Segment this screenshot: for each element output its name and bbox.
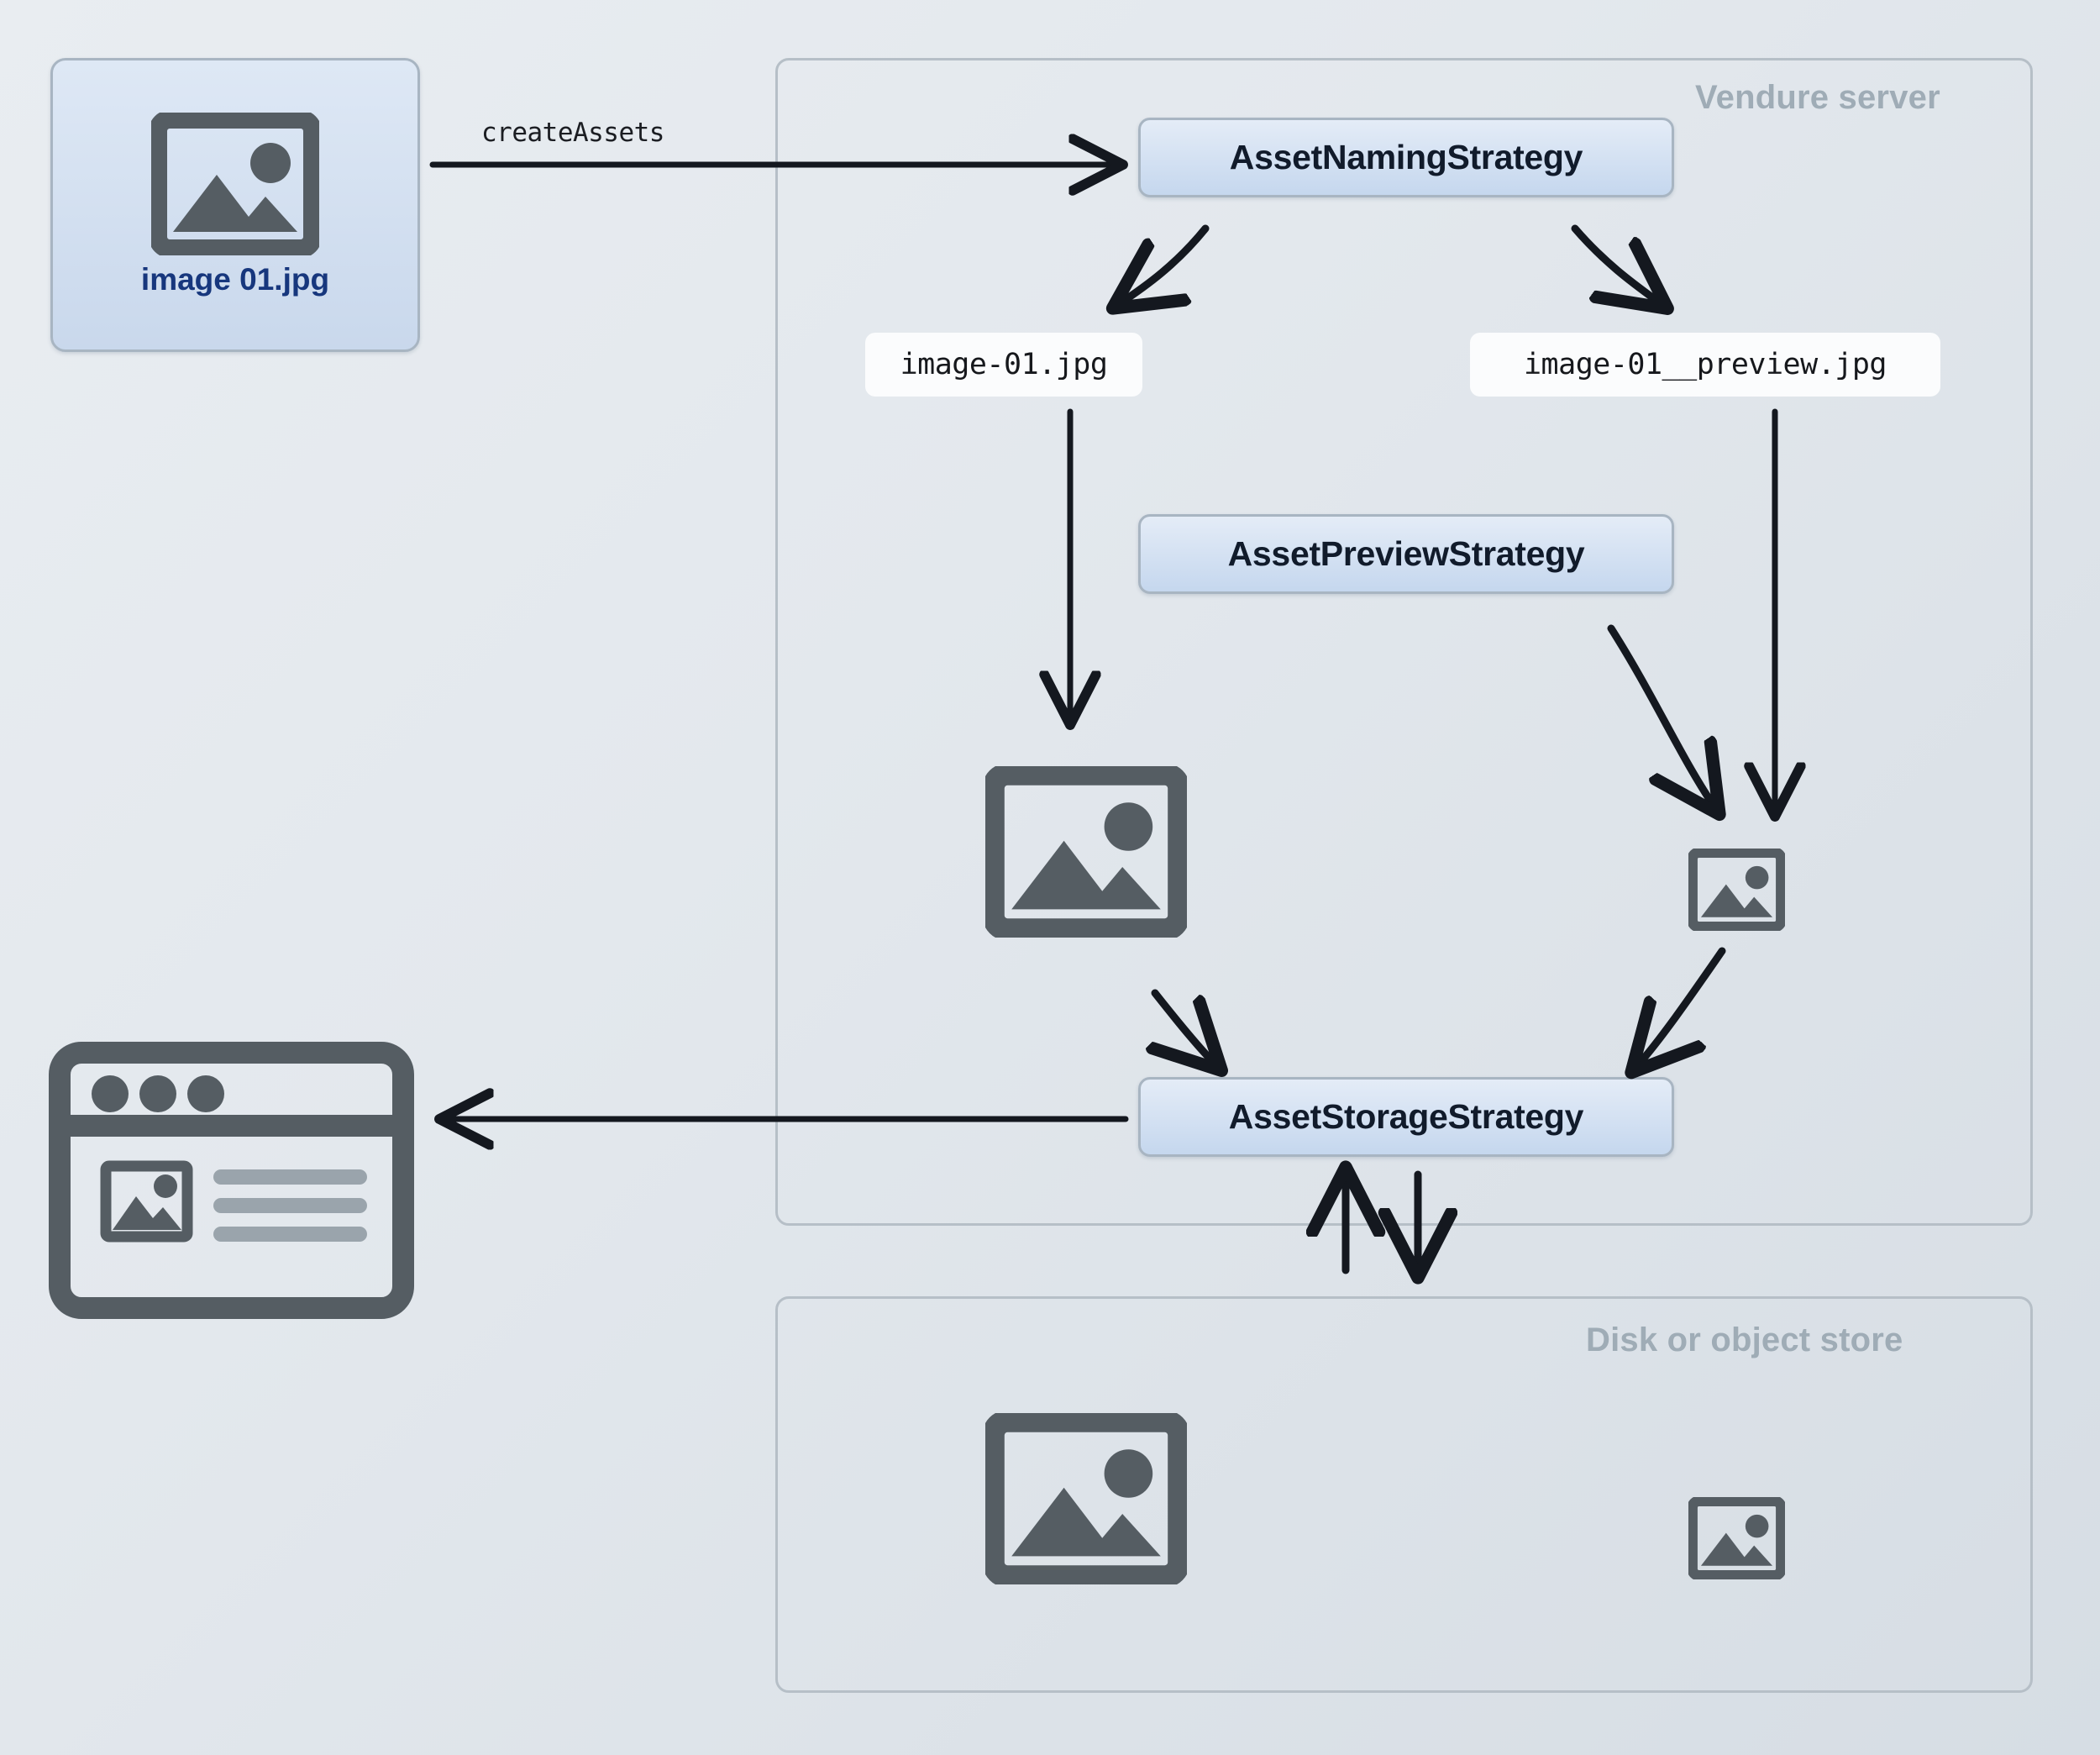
source-asset-card[interactable]: image 01.jpg: [50, 58, 420, 352]
group-vendure-server-label: Vendure server: [1695, 79, 1940, 116]
group-vendure-server: [775, 58, 2033, 1226]
asset-preview-strategy-label: AssetPreviewStrategy: [1227, 534, 1585, 573]
preview-filename-label: image-01__preview.jpg: [1523, 348, 1887, 381]
asset-preview-strategy-box[interactable]: AssetPreviewStrategy: [1138, 514, 1674, 594]
asset-storage-strategy-box[interactable]: AssetStorageStrategy: [1138, 1077, 1674, 1157]
stored-preview-image-icon: [1688, 1497, 1785, 1579]
original-image-icon: [985, 766, 1187, 938]
asset-naming-strategy-box[interactable]: AssetNamingStrategy: [1138, 118, 1674, 197]
browser-window-icon: [49, 1042, 414, 1319]
source-asset-label: image 01.jpg: [140, 262, 330, 297]
original-filename-chip: image-01.jpg: [865, 333, 1142, 397]
preview-image-icon: [1688, 849, 1785, 931]
preview-filename-chip: image-01__preview.jpg: [1470, 333, 1940, 397]
group-disk-or-object-store: [775, 1296, 2033, 1693]
asset-storage-strategy-label: AssetStorageStrategy: [1228, 1097, 1584, 1136]
image-icon: [151, 113, 319, 255]
stored-original-image-icon: [985, 1413, 1187, 1584]
create-assets-edge-label: createAssets: [481, 118, 664, 148]
asset-naming-strategy-label: AssetNamingStrategy: [1229, 138, 1583, 176]
original-filename-label: image-01.jpg: [900, 348, 1108, 381]
group-disk-or-object-store-label: Disk or object store: [1586, 1322, 1903, 1358]
